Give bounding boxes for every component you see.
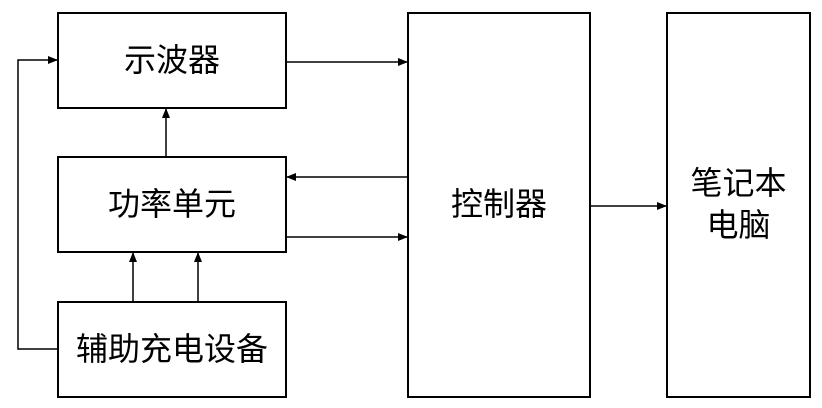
aux-charger-block: 辅助充电设备 — [57, 301, 287, 398]
controller-label: 控制器 — [450, 185, 547, 224]
aux-charger-label: 辅助充电设备 — [75, 329, 268, 368]
power-unit-label: 功率单元 — [107, 184, 236, 223]
arrow-aux-charger-to-oscilloscope — [17, 56, 58, 350]
oscilloscope-block: 示波器 — [57, 12, 287, 109]
laptop-label-line1: 笔记本 — [690, 164, 787, 203]
controller-block: 控制器 — [407, 12, 591, 398]
oscilloscope-label: 示波器 — [123, 40, 220, 79]
power-unit-block: 功率单元 — [57, 156, 287, 253]
laptop-block: 笔记本 电脑 — [666, 12, 811, 398]
laptop-label-line2: 电脑 — [706, 206, 771, 244]
